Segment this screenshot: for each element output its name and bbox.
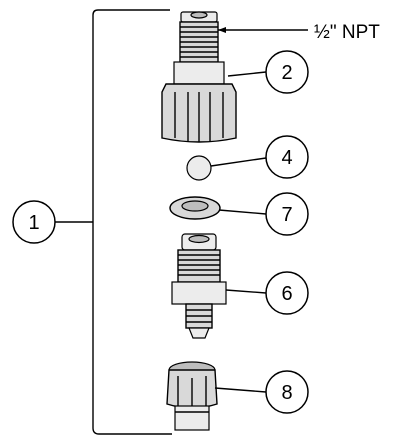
assembly-bracket [92,9,172,435]
callout-8: 8 [265,370,309,414]
leader-2 [227,71,267,77]
callout-4: 4 [265,135,309,179]
callout-1-number: 1 [28,212,39,234]
callout-6-number: 6 [281,283,292,305]
washer-part [169,196,221,220]
leader-6 [225,289,267,294]
callout-4-number: 4 [281,147,292,169]
callout-2: 2 [265,50,309,94]
valve-body-part [171,233,227,339]
leader-8 [214,387,267,393]
callout-7: 7 [265,192,309,236]
callout-6: 6 [265,271,309,315]
npt-arrow [218,27,226,33]
leader-4 [210,157,267,167]
callout-8-number: 8 [281,382,292,404]
callout-7-number: 7 [281,204,292,226]
housing-part [161,11,237,143]
leader-7 [218,209,267,215]
thread-spec-label: ½" NPT [314,22,380,43]
nut-part [166,361,218,431]
callout-2-number: 2 [281,62,292,84]
callout-1: 1 [12,200,56,244]
ball-part [186,155,212,181]
